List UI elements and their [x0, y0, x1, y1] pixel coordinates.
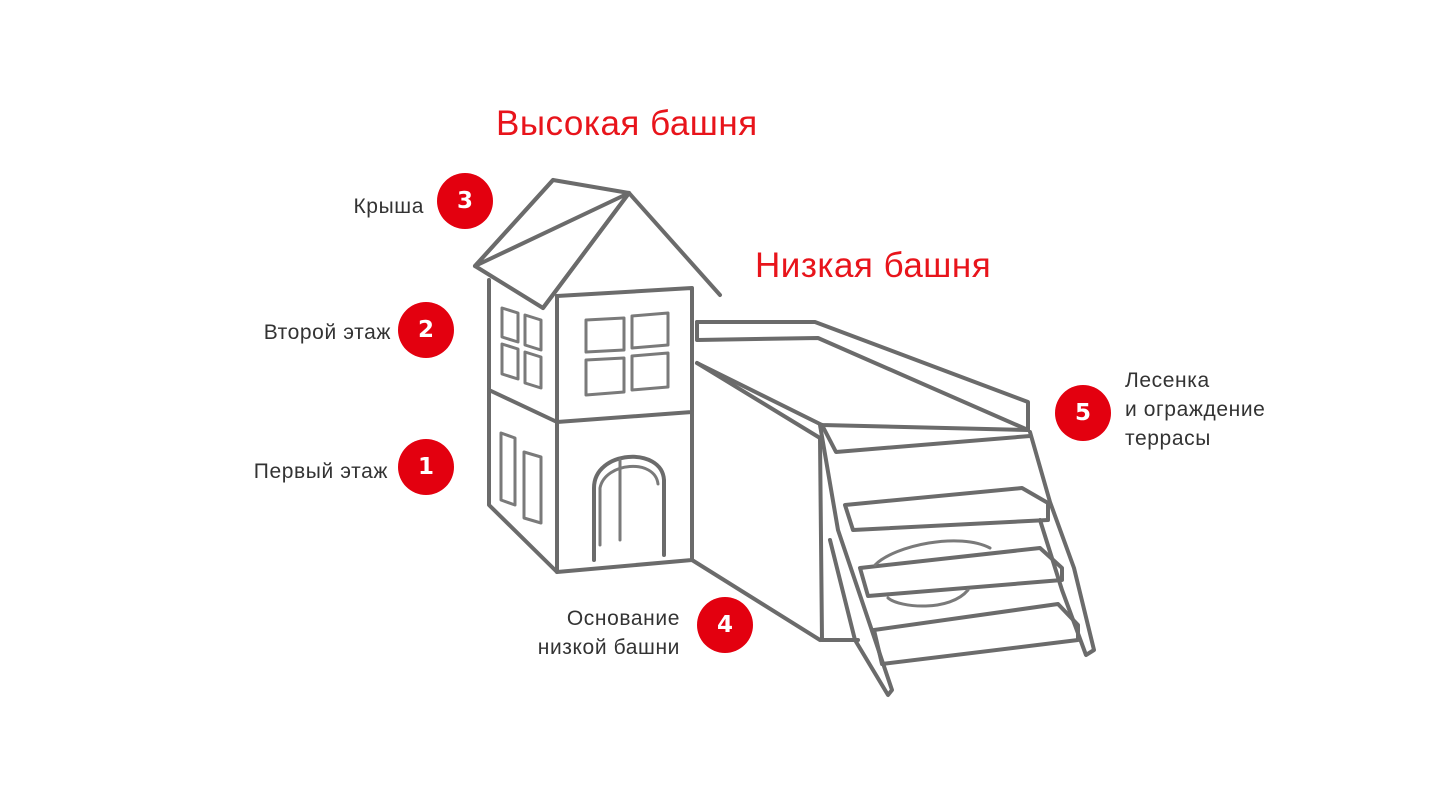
ladder-railing-line1: Лесенка — [1125, 369, 1210, 392]
low-tower-base-line2: низкой башни — [537, 636, 680, 659]
roof-badge: 3 — [437, 173, 493, 229]
tall-tower-heading: Высокая башня — [496, 104, 758, 143]
first-floor-badge: 1 — [398, 439, 454, 495]
roof-label: Крыша — [353, 195, 424, 218]
stairs-drawing — [818, 423, 1096, 697]
second-floor-label: Второй этаж — [263, 321, 391, 344]
low-tower-base-badge: 4 — [697, 597, 753, 653]
ladder-railing-line2: и ограждение — [1125, 398, 1266, 421]
tall-tower-drawing — [473, 178, 722, 574]
ladder-railing-badge: 5 — [1055, 385, 1111, 441]
low-tower-base-label: Основание низкой башни — [538, 604, 680, 662]
low-tower-drawing — [690, 320, 1032, 642]
second-floor-badge: 2 — [398, 302, 454, 358]
ladder-railing-line3: террасы — [1125, 427, 1211, 450]
ladder-railing-label: Лесенка и ограждение террасы — [1125, 366, 1265, 453]
first-floor-label: Первый этаж — [253, 460, 388, 483]
low-tower-base-line1: Основание — [566, 607, 680, 630]
low-tower-heading: Низкая башня — [755, 246, 992, 285]
